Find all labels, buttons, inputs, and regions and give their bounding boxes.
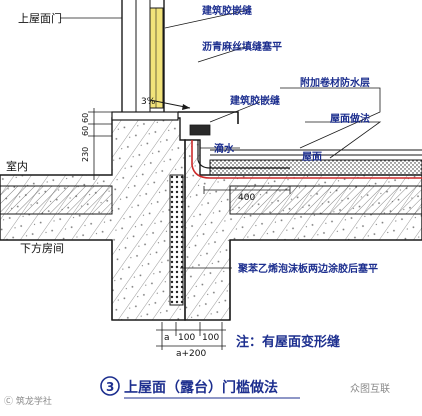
leader-lines — [60, 9, 382, 269]
note-text: 注：有屋面变形缝 — [236, 334, 340, 350]
label-drip: 滴水 — [214, 142, 235, 155]
watermark-left: Ⓒ 筑龙学社 — [4, 395, 52, 407]
label-extra-membrane: 附加卷材防水层 — [300, 76, 370, 89]
roof-slab — [229, 185, 422, 215]
slope-arrow — [149, 99, 191, 110]
right-structure — [184, 139, 422, 321]
lower-walls — [111, 240, 231, 320]
floor-slab — [0, 185, 113, 215]
label-asphalt-hemp: 沥青麻丝填缝塞平 — [202, 40, 282, 53]
dim-100-a: 100 — [178, 333, 195, 343]
label-joint-mid: 建筑胶嵌缝 — [229, 94, 280, 107]
dim-230: 230 — [81, 147, 90, 162]
dim-a: a — [164, 333, 170, 343]
asphalt-hemp-fill — [189, 124, 211, 136]
label-roof-finish: 屋面做法 — [330, 112, 370, 125]
dim-60-b: 60 — [81, 126, 90, 136]
slope-label: 3% — [141, 97, 156, 107]
title-text: 上屋面（露台）门槛做法 — [124, 379, 278, 396]
label-roof-surface: 屋面 — [302, 151, 322, 163]
label-room-below: 下方房间 — [20, 241, 64, 255]
threshold-curb — [111, 111, 179, 121]
title-block: 3 上屋面（露台）门槛做法 — [100, 376, 300, 399]
roof-layers — [191, 140, 422, 179]
dim-100-b: 100 — [202, 333, 219, 343]
watermark-right: 众图互联 — [350, 383, 390, 395]
dim-a-plus-200: a+200 — [176, 349, 207, 359]
title-number-circle — [100, 376, 120, 396]
foam-board — [169, 174, 184, 306]
title-number: 3 — [106, 380, 114, 394]
dimensions — [88, 108, 291, 350]
label-indoor: 室内 — [6, 159, 28, 173]
flashing-cap — [178, 111, 239, 124]
left-structure — [0, 117, 186, 321]
label-polystyrene: 聚苯乙烯泡沫板两边涂胶后塞平 — [237, 262, 378, 275]
door-frame — [149, 7, 164, 109]
label-top-door: 上屋面门 — [18, 11, 62, 25]
label-joint-top: 建筑胶嵌缝 — [201, 4, 252, 17]
dim-60-a: 60 — [81, 113, 90, 123]
dim-400: 400 — [238, 193, 255, 203]
